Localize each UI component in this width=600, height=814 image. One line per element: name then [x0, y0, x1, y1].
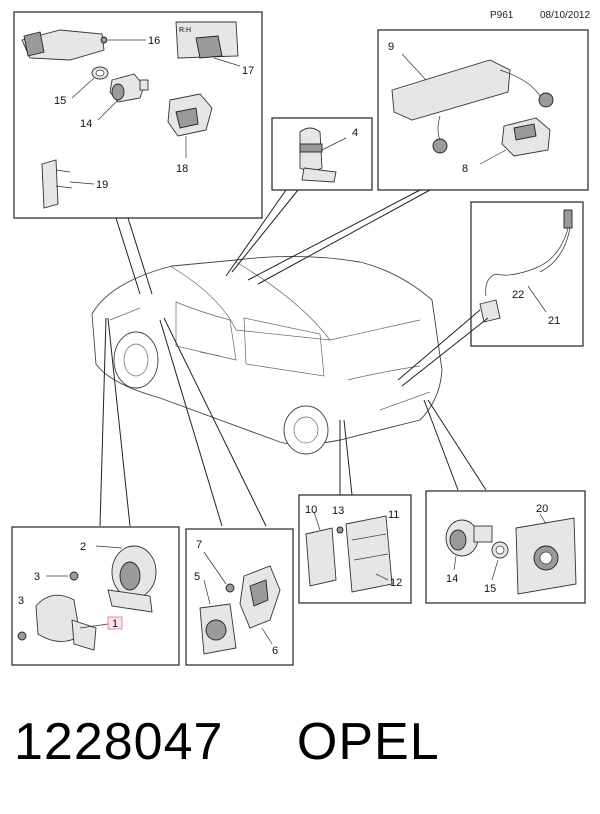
label-6: 6 — [272, 645, 278, 657]
label-15: 15 — [54, 95, 66, 107]
label-7: 7 — [196, 539, 202, 551]
label-19: 19 — [96, 179, 108, 191]
part-2-horn-icon — [95, 545, 157, 613]
part-15-seal-icon-b — [491, 541, 509, 581]
label-14-lower: 14 — [446, 573, 458, 585]
panel-bottom-center: 10 13 11 12 — [298, 494, 412, 604]
label-21: 21 — [548, 315, 560, 327]
part-7-bolt-icon — [203, 551, 235, 593]
panel-bottom-left: 1 2 3 3 — [11, 526, 180, 666]
part-20-bezel-icon — [515, 513, 577, 595]
parts-diagram: R:H 16 15 14 17 18 19 4 — [11, 11, 589, 666]
label-15-lower: 15 — [484, 583, 496, 595]
part-4-horn-icon — [299, 127, 347, 183]
panel-top-left: R:H 16 15 14 17 18 19 — [13, 11, 263, 219]
label-5: 5 — [194, 571, 200, 583]
label-1: 1 — [112, 618, 118, 630]
label-9: 9 — [388, 41, 394, 53]
part-21-cable-icon — [479, 209, 573, 323]
label-4: 4 — [352, 127, 358, 139]
label-1-highlight — [107, 616, 123, 630]
part-9-wiring-module-icon — [391, 53, 554, 154]
leader-lines — [99, 189, 489, 527]
label-16: 16 — [148, 35, 160, 47]
part-10-module-icon — [305, 511, 337, 587]
panel-bottom-middle: 7 5 6 — [185, 528, 294, 666]
part-16-bracket-icon — [21, 29, 146, 61]
part-3-nut-icon — [17, 571, 79, 641]
part-5-siren-icon — [199, 579, 237, 655]
rh-tag: R:H — [179, 27, 191, 34]
part-12-bracket-icon — [345, 515, 393, 593]
brand-name: OPEL — [296, 713, 440, 771]
part-17-module-icon: R:H — [175, 21, 241, 67]
part-number: 1228047 — [14, 713, 224, 771]
part-19-bracket-icon — [41, 159, 95, 209]
label-20: 20 — [536, 503, 548, 515]
label-18: 18 — [176, 163, 188, 175]
label-11: 11 — [388, 509, 399, 521]
label-14: 14 — [80, 118, 92, 130]
part-14-sensor-icon-b — [445, 519, 493, 571]
panel-top-right: 9 8 — [377, 29, 589, 191]
part-15-seal-icon — [71, 66, 109, 99]
label-3-lower: 3 — [18, 595, 24, 607]
panel-right-middle: 22 21 — [470, 201, 584, 347]
diagram-date: 08/10/2012 — [540, 10, 591, 21]
label-3-upper: 3 — [34, 571, 40, 583]
footer-line: 1228047 OPEL — [14, 712, 440, 772]
part-1-horn-icon — [35, 594, 109, 651]
part-6-bracket-icon — [239, 565, 281, 645]
label-13: 13 — [332, 505, 344, 517]
label-8: 8 — [462, 163, 468, 175]
part-18-housing-icon — [167, 93, 213, 158]
diagram-code: P961 — [490, 10, 514, 21]
label-22: 22 — [512, 289, 524, 301]
label-10: 10 — [305, 504, 317, 516]
panel-bottom-right: 20 14 15 — [425, 490, 586, 604]
label-12: 12 — [390, 577, 402, 589]
part-14-sensor-icon — [97, 73, 149, 121]
label-2: 2 — [80, 541, 86, 553]
part-8-connector-icon — [479, 117, 551, 165]
label-17: 17 — [242, 65, 254, 77]
part-13-clip-icon — [336, 526, 344, 534]
vehicle-illustration — [91, 256, 443, 455]
panel-part-4: 4 — [271, 117, 373, 191]
